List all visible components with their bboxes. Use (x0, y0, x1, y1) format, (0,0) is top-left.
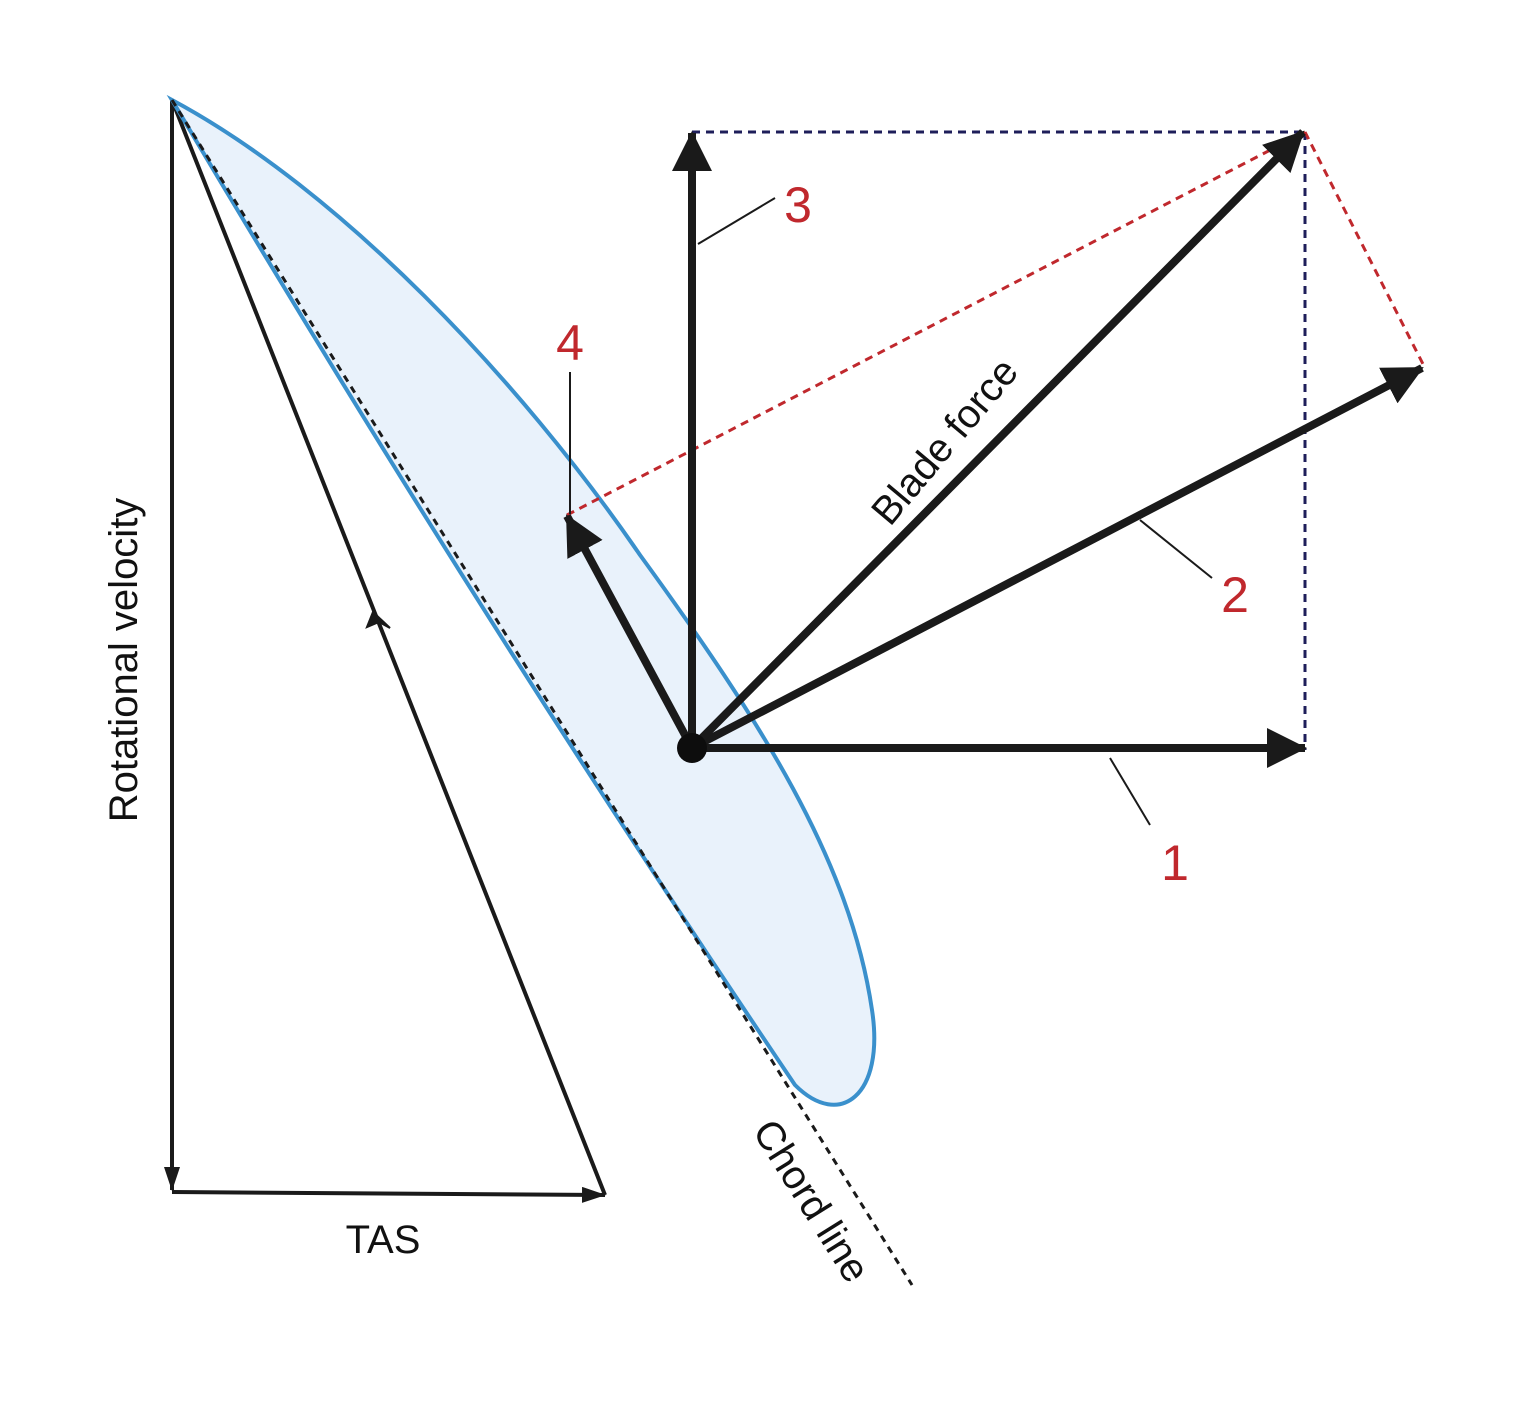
blade-force-label: Blade force (863, 350, 1027, 533)
label-2: 2 (1221, 567, 1249, 623)
label-4: 4 (556, 315, 584, 371)
velocity-triangle (164, 99, 607, 1203)
vector-2 (690, 364, 1424, 752)
leader-2 (1139, 519, 1213, 579)
relative-airflow-line (170, 99, 607, 1196)
tas-label: TAS (346, 1218, 421, 1262)
blade-section (166, 94, 877, 1107)
label-1: 1 (1161, 835, 1189, 891)
leader-3 (697, 197, 776, 245)
label-3: 3 (784, 177, 812, 233)
force-vectors (563, 129, 1424, 768)
leader-lines (569, 197, 1213, 826)
force-construction-box (692, 130, 1307, 750)
force-resolution-lines (566, 130, 1427, 517)
tas-arrow (171, 1186, 606, 1203)
rotational-velocity-label: Rotational velocity (102, 498, 146, 823)
center-of-pressure-dot (677, 733, 707, 763)
blade-force-vector (689, 129, 1306, 751)
leader-1 (1109, 757, 1151, 826)
red-dashed-right (1303, 131, 1427, 369)
vector-4 (563, 514, 696, 750)
relative-airflow-arrowhead (365, 610, 391, 629)
chord-line-label: Chord line (744, 1112, 878, 1290)
red-dashed-upper (566, 130, 1306, 517)
